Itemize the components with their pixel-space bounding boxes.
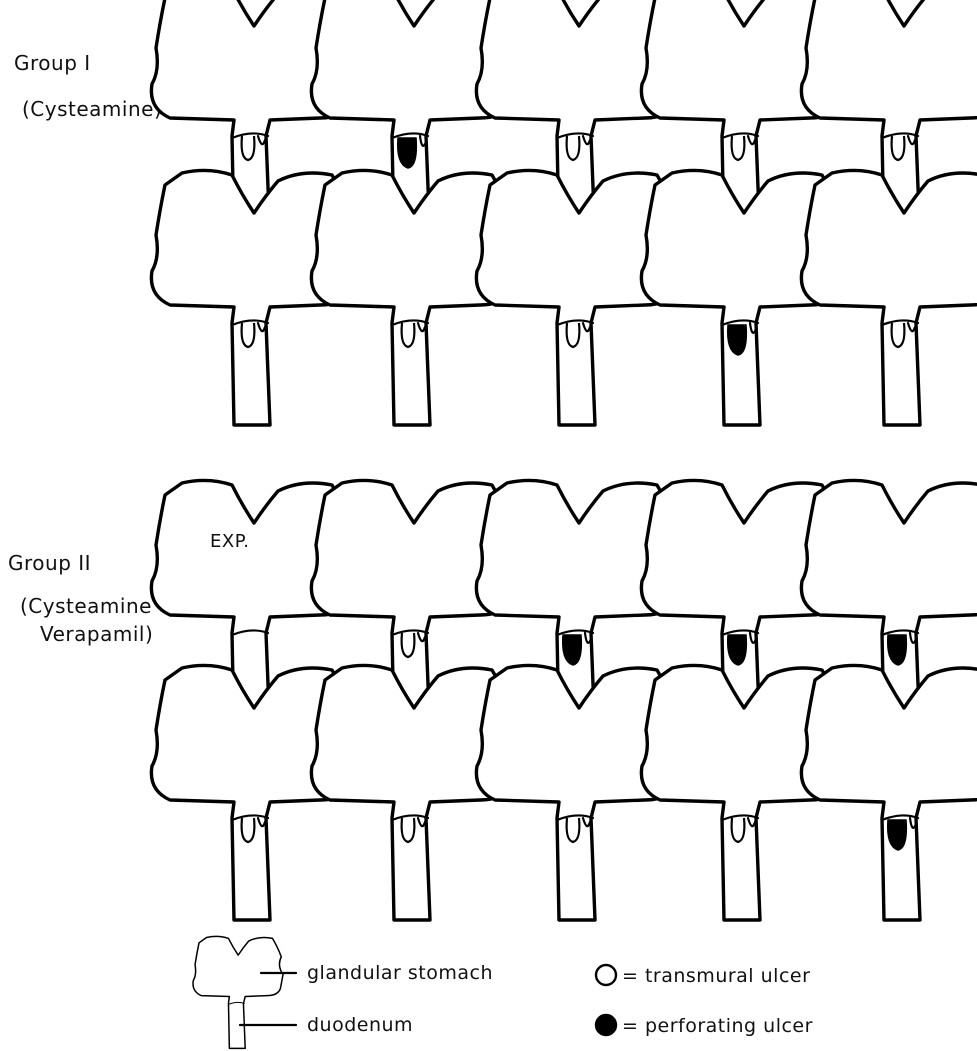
transmural-ulcer — [732, 136, 745, 160]
transmural-ulcer — [402, 323, 415, 347]
legend-perforating: = perforating ulcer — [622, 1015, 813, 1037]
stomach-outline — [801, 170, 977, 425]
transmural-ulcer — [402, 633, 415, 657]
group2-treatment-line2: Verapamil) — [40, 622, 153, 646]
transmural-ulcer — [732, 818, 745, 842]
group2-name: Group II — [8, 551, 91, 575]
experiment-tag: EXP. — [210, 531, 249, 552]
transmural-ulcer — [402, 818, 415, 842]
legend-glandular-stomach: glandular stomach — [307, 962, 493, 984]
transmural-ulcer — [567, 818, 580, 842]
transmural-ulcer-symbol — [596, 965, 616, 985]
legend: glandular stomach duodenum = transmural … — [193, 936, 813, 1048]
transmural-ulcer — [567, 136, 580, 160]
transmural-ulcer — [892, 323, 905, 347]
legend-transmural: = transmural ulcer — [622, 965, 810, 987]
legend-duodenum: duodenum — [307, 1014, 413, 1036]
group1-name: Group I — [14, 51, 91, 75]
stomach-diagrams: EXP. — [151, 0, 977, 920]
transmural-ulcer — [242, 136, 255, 160]
perforating-ulcer-symbol — [596, 1015, 616, 1035]
stomach-g2-r2-c5 — [801, 665, 977, 920]
stomach-g1-r2-c5 — [801, 170, 977, 425]
transmural-ulcer — [242, 818, 255, 842]
stomach-outline — [801, 665, 977, 920]
transmural-ulcer — [567, 323, 580, 347]
group1-treatment: (Cysteamine) — [22, 97, 162, 121]
transmural-ulcer — [892, 136, 905, 160]
transmural-ulcer — [242, 323, 255, 347]
legend-stomach-icon — [193, 936, 283, 1048]
